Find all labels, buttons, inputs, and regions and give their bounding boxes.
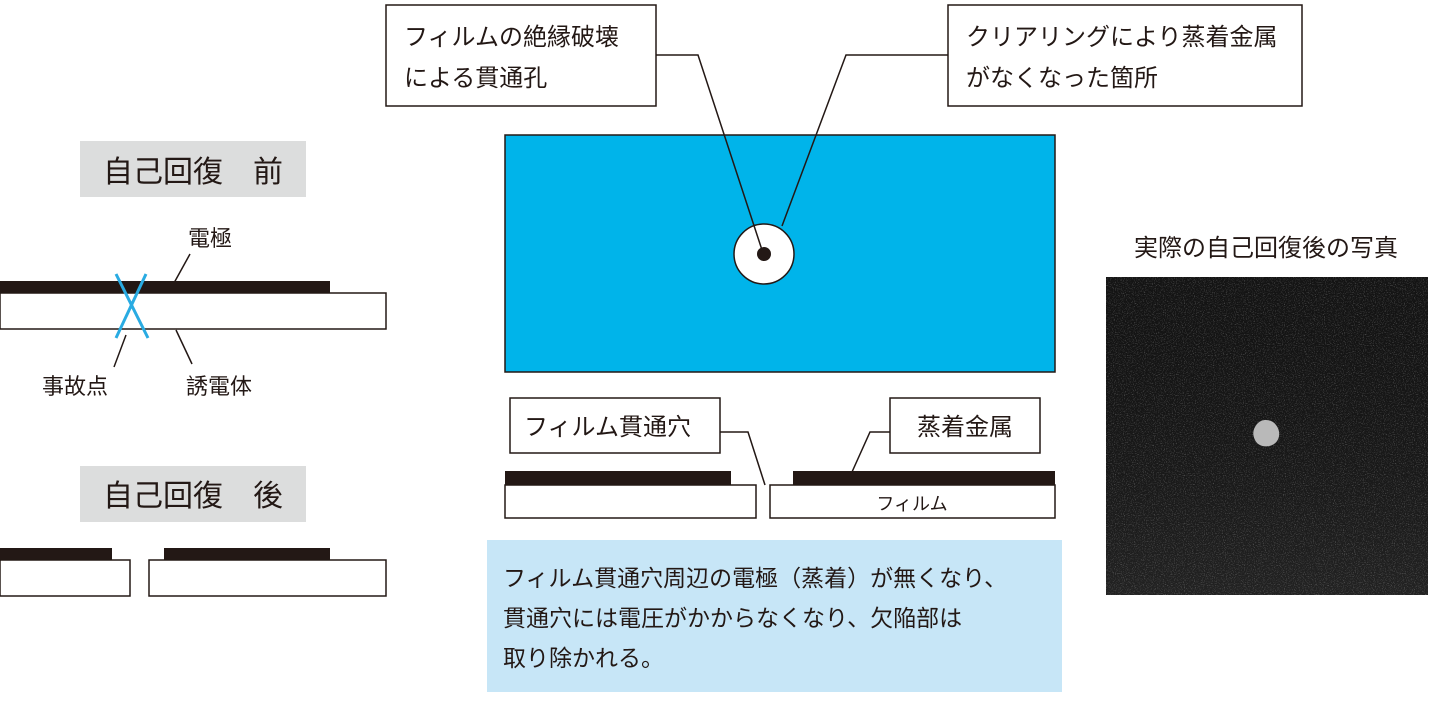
through-hole [757, 247, 771, 261]
metal-label-box [889, 397, 1041, 454]
healed-spot [1253, 419, 1280, 447]
after-header-bg [80, 466, 306, 522]
callout-hole-leader [656, 54, 763, 251]
after-panel: 自己回復 後 [0, 466, 387, 597]
film-segment-left [504, 484, 757, 519]
through-hole-leader [720, 431, 766, 486]
fault-label: 事故点 [42, 375, 108, 400]
electrode-layer [0, 281, 330, 293]
center-panel: フィルムの絶縁破壊 による貫通孔 クリアリングにより蒸着金属 がなくなった箇所 … [385, 4, 1303, 692]
photo [1106, 277, 1428, 595]
through-hole-label: フィルム貫通穴 [524, 413, 691, 441]
fault-leader [113, 334, 127, 368]
dielectric-label: 誘電体 [186, 375, 252, 400]
explanation-line2: 貫通穴には電圧がかからなくなり、欠陥部は [503, 606, 962, 632]
explanation-line3: 取り除かれる。 [503, 646, 664, 672]
electrode-segment-right [164, 548, 330, 560]
callout-clear-line2: がなくなった箇所 [966, 64, 1158, 92]
before-header-bg [80, 141, 306, 197]
metal-segment-right [793, 471, 1055, 485]
callout-hole-line2: による貫通孔 [404, 64, 547, 92]
callout-hole-box [385, 4, 657, 107]
after-header: 自己回復 後 [103, 479, 283, 514]
dielectric-layer [0, 292, 387, 330]
film-segment-right [769, 484, 1056, 519]
explanation-box [487, 540, 1062, 692]
callout-clear-line1: クリアリングにより蒸着金属 [966, 23, 1278, 51]
through-hole-label-box [509, 397, 721, 454]
photo-panel: 実際の自己回復後の写真 [1106, 234, 1428, 595]
callout-hole-line1: フィルムの絶縁破壊 [404, 23, 619, 51]
before-header: 自己回復 前 [103, 155, 283, 190]
electrode-label: 電極 [188, 227, 232, 252]
dielectric-segment-right [148, 559, 387, 597]
explanation-line1: フィルム貫通穴周辺の電極（蒸着）が無くなり、 [503, 566, 1007, 592]
fault-x-mark [114, 273, 150, 339]
metal-leader [851, 431, 890, 473]
callout-clear-leader [781, 54, 948, 227]
callout-clear-box [947, 4, 1303, 107]
metal-label: 蒸着金属 [917, 413, 1013, 441]
photo-title: 実際の自己回復後の写真 [1134, 234, 1398, 262]
electrode-leader [173, 253, 191, 284]
electrode-segment-left [0, 548, 112, 560]
metal-segment-left [505, 471, 731, 485]
film-label: フィルム [876, 494, 947, 515]
before-panel: 自己回復 前 電極 事故点 誘電体 [0, 141, 387, 400]
dielectric-leader [175, 329, 193, 365]
dielectric-segment-left [0, 559, 131, 597]
